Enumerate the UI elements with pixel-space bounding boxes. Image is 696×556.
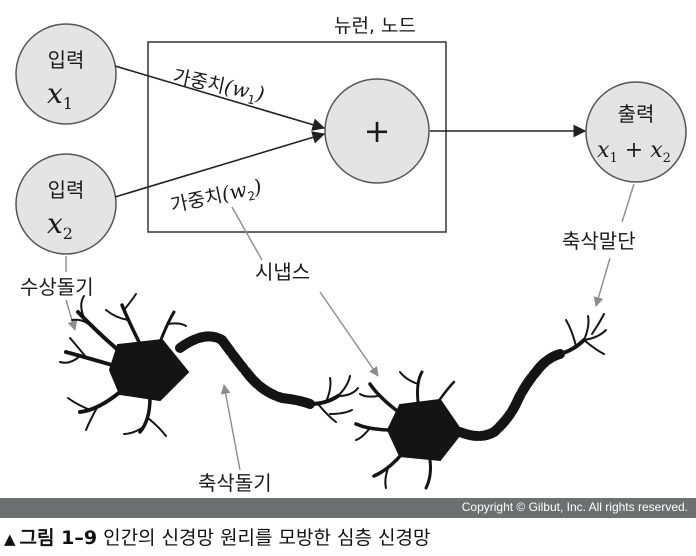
neuron-node-box bbox=[147, 41, 447, 233]
input-node-1 bbox=[15, 23, 117, 125]
copyright-text: Copyright © Gilbut, Inc. All rights rese… bbox=[461, 500, 688, 514]
axon-label: 축삭돌기 bbox=[198, 471, 272, 495]
dendrite-label: 수상돌기 bbox=[20, 275, 94, 299]
output-node bbox=[585, 81, 687, 183]
weight-1-arrow bbox=[114, 65, 326, 131]
sum-node bbox=[324, 78, 430, 184]
synapse-leader-up bbox=[231, 206, 263, 261]
output-label: 출력 bbox=[618, 102, 655, 126]
input-node-2 bbox=[15, 153, 117, 255]
neuron-node-label: 뉴런, 노드 bbox=[334, 15, 416, 37]
weight-1-label: 가중치(w1) bbox=[170, 63, 266, 109]
weight-2-arrow bbox=[114, 131, 326, 198]
sum-symbol: + bbox=[364, 112, 391, 150]
input-1-label: 입력 bbox=[48, 48, 85, 72]
caption-marker: ▲ bbox=[4, 530, 16, 548]
weight-2-label: 가중치(w2) bbox=[168, 174, 264, 220]
input-1-var: x1 bbox=[47, 77, 73, 113]
figure-caption: ▲그림 1–9 인간의 신경망 원리를 모방한 심층 신경망 bbox=[4, 523, 694, 553]
neuron-1-illustration bbox=[59, 293, 359, 437]
input-2-label: 입력 bbox=[48, 178, 85, 202]
caption-text: 인간의 신경망 원리를 모방한 심층 신경망 bbox=[97, 527, 431, 549]
input-2-var: x2 bbox=[47, 207, 73, 243]
copyright-bar: Copyright © Gilbut, Inc. All rights rese… bbox=[0, 498, 696, 518]
dendrite-leader-2 bbox=[65, 299, 78, 331]
neuron-2-illustration bbox=[354, 313, 607, 490]
synapse-label: 시냅스 bbox=[255, 260, 310, 284]
axon-terminal-leader-up bbox=[621, 183, 635, 223]
caption-label: 그림 1–9 bbox=[19, 527, 98, 549]
axon-terminal-leader-down bbox=[593, 257, 611, 307]
axon-terminal-label: 축삭말단 bbox=[562, 229, 636, 253]
axon-leader bbox=[220, 384, 241, 471]
output-expr: x1 + x2 bbox=[597, 138, 671, 166]
synapse-leader-down bbox=[319, 291, 379, 377]
